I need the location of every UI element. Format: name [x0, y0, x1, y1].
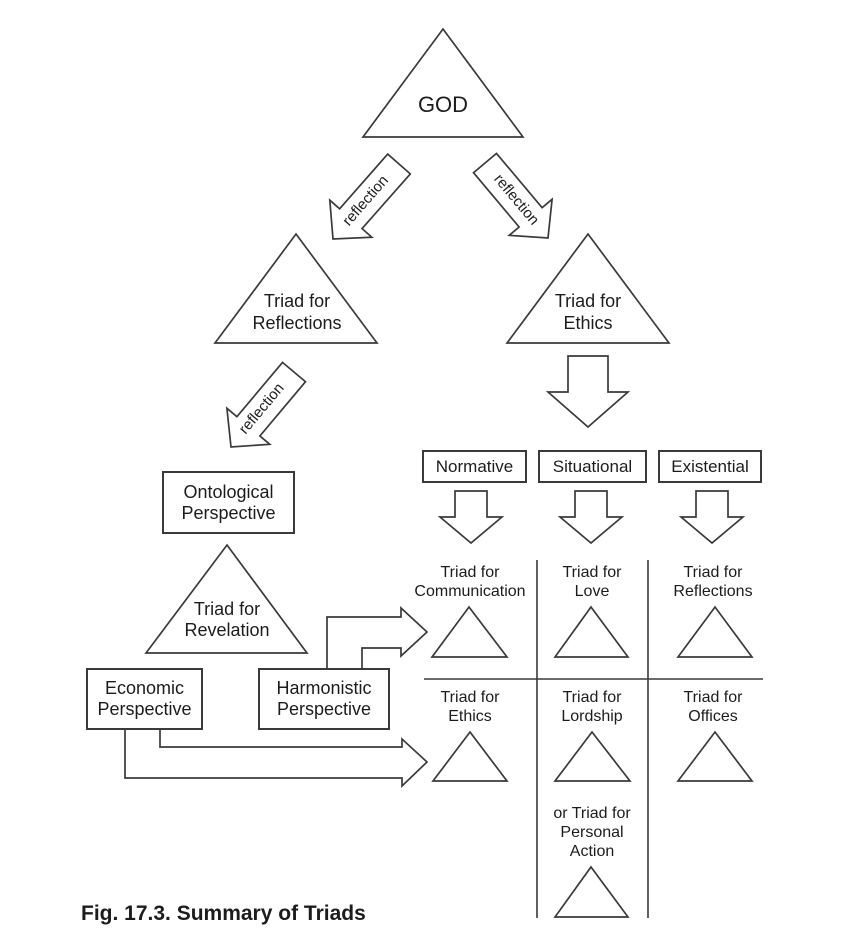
cell-ethics-line2: Ethics	[448, 707, 492, 725]
economic-perspective-box: Economic Perspective	[86, 668, 203, 730]
cell-ethics-line1: Triad for	[440, 689, 500, 706]
reflection-arrow-left-icon	[328, 152, 412, 240]
communication-triangle-icon	[430, 605, 509, 658]
reflection-arrow-lower-left-icon	[225, 361, 307, 448]
economic-line1: Economic	[104, 678, 185, 698]
cell-love-line1: Triad for	[562, 564, 622, 581]
cell-communication-line1: Triad for	[440, 564, 500, 581]
ontological-line2: Perspective	[181, 502, 276, 523]
down-arrow-normative-icon	[437, 490, 505, 545]
figure-caption: Fig. 17.3. Summary of Triads	[81, 902, 366, 925]
cell-reflections-line1: Triad for	[683, 564, 743, 581]
ontological-perspective-box: Ontological Perspective	[162, 471, 295, 534]
triad-revelation-line2: Revelation	[184, 620, 270, 640]
cell-lordship-line1: Triad for	[562, 689, 622, 706]
harmonistic-line2: Perspective	[276, 699, 372, 719]
cell-personal-action-line3: Action	[569, 843, 615, 860]
cell-communication-line2: Communication	[414, 582, 526, 600]
down-arrow-ethics-icon	[545, 355, 631, 429]
ontological-line1: Ontological	[183, 481, 274, 502]
triad-ethics-label: Triad for Ethics	[518, 290, 658, 334]
existential-label: Existential	[671, 457, 749, 476]
economic-line2: Perspective	[97, 699, 192, 719]
triad-revelation-label: Triad for Revelation	[157, 599, 297, 641]
cell-ethics-label: Triad for Ethics	[400, 689, 540, 726]
normative-label: Normative	[435, 457, 514, 476]
triad-ethics-line1: Triad for	[554, 291, 622, 311]
cell-lordship-label: Triad for Lordship	[532, 689, 652, 726]
cell-lordship-line2: Lordship	[561, 707, 623, 725]
triad-reflections-line1: Triad for	[263, 291, 331, 311]
harmonistic-perspective-box: Harmonistic Perspective	[258, 668, 390, 730]
cell-offices-label: Triad for Offices	[653, 689, 773, 726]
cell-love-label: Triad for Love	[532, 564, 652, 601]
god-label: GOD	[417, 92, 469, 117]
offices-triangle-icon	[676, 730, 754, 782]
triad-reflections-line2: Reflections	[252, 313, 342, 333]
reflections-triangle-icon	[676, 605, 754, 658]
god-triangle	[361, 27, 525, 138]
down-arrow-existential-icon	[678, 490, 746, 545]
cell-personal-action-label: or Triad for Personal Action	[532, 804, 652, 861]
cell-personal-action-line1: or Triad for	[553, 805, 631, 822]
cell-offices-line1: Triad for	[683, 689, 743, 706]
cell-offices-line2: Offices	[688, 707, 738, 725]
personal-action-triangle-icon	[553, 865, 630, 918]
situational-box: Situational	[538, 450, 647, 483]
cell-communication-label: Triad for Communication	[400, 564, 540, 601]
existential-box: Existential	[658, 450, 762, 483]
ethics-triangle-icon	[431, 730, 509, 782]
normative-box: Normative	[422, 450, 527, 483]
triad-revelation-line1: Triad for	[193, 599, 261, 619]
cell-reflections-line2: Reflections	[673, 582, 753, 600]
reflection-arrow-right-icon	[472, 152, 554, 239]
triad-ethics-triangle	[505, 232, 671, 344]
economic-to-ethics-arrow-icon	[124, 730, 429, 788]
triad-revelation-triangle	[144, 543, 309, 654]
cell-love-line2: Love	[574, 582, 610, 600]
down-arrow-situational-icon	[557, 490, 625, 545]
triad-reflections-triangle	[213, 232, 379, 344]
lordship-triangle-icon	[553, 730, 632, 782]
triad-ethics-line2: Ethics	[563, 313, 613, 333]
harmonistic-to-communication-arrow-icon	[326, 606, 429, 668]
triad-reflections-label: Triad for Reflections	[227, 290, 367, 334]
cell-personal-action-line2: Personal	[560, 824, 624, 841]
cell-reflections-label: Triad for Reflections	[653, 564, 773, 601]
love-triangle-icon	[553, 605, 630, 658]
situational-label: Situational	[552, 457, 633, 476]
harmonistic-line1: Harmonistic	[276, 678, 372, 698]
